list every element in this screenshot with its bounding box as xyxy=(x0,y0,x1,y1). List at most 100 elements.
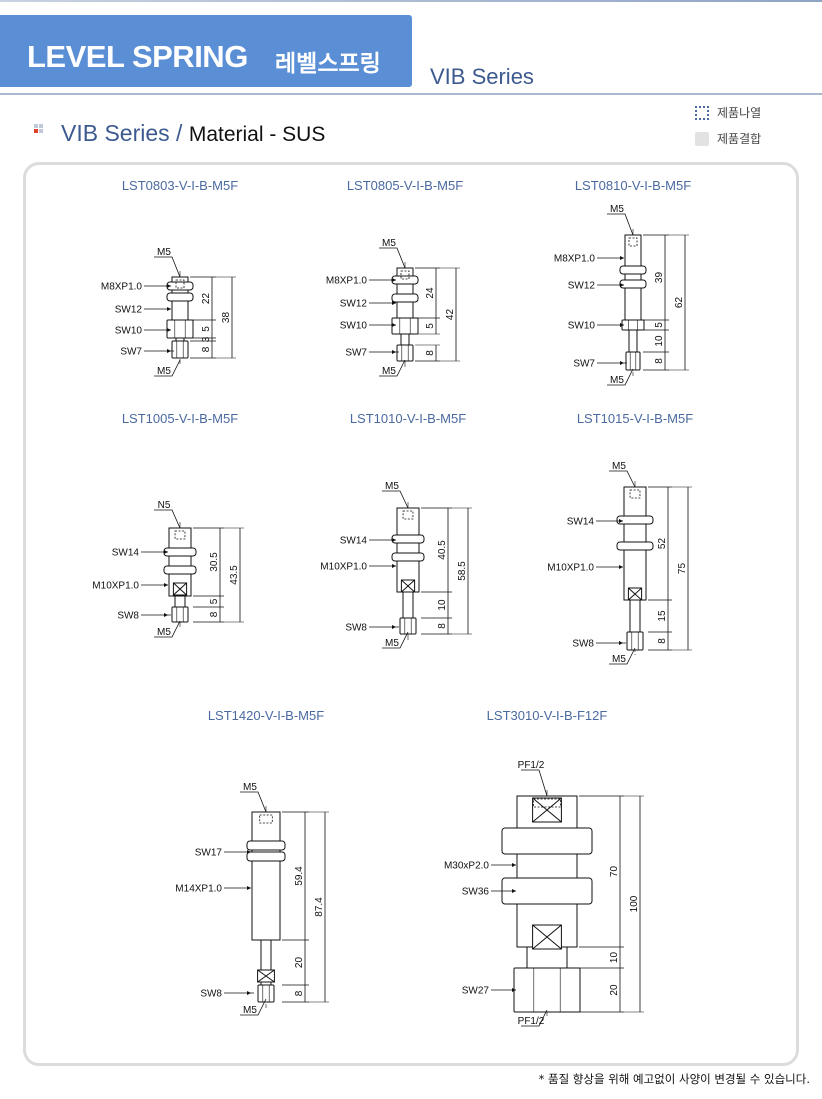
arrowhead xyxy=(392,301,396,305)
stud-shaft xyxy=(400,333,410,346)
callout-label: SW14 xyxy=(567,517,595,528)
dimension-label: 8 xyxy=(209,611,220,617)
hex-section xyxy=(257,984,275,1003)
tapped-hole xyxy=(174,530,186,540)
callout-label: M5 xyxy=(157,627,171,638)
product-drawing-lst1015-v-i-b-m5f: LST1015-V-I-B-M5FM5SW14M10XP1.0SW8M55215… xyxy=(547,411,693,665)
view-option-list[interactable]: 제품나열 xyxy=(695,104,761,121)
dimension-label: 87.4 xyxy=(314,897,325,917)
stud-shaft xyxy=(174,595,186,608)
product-model-title: LST0810-V-I-B-M5F xyxy=(575,178,691,193)
product-model-title: LST1420-V-I-B-M5F xyxy=(208,708,324,723)
dimension-label: 24 xyxy=(425,287,436,299)
dimension-label: 15 xyxy=(657,610,668,622)
callout-label: PF1/2 xyxy=(518,1016,545,1027)
arrowhead xyxy=(392,538,396,542)
callout-label: M5 xyxy=(610,375,624,386)
lock-nut xyxy=(391,552,425,562)
dimension-label: 8 xyxy=(425,350,436,356)
hex-section xyxy=(396,344,414,362)
lock-nut xyxy=(166,292,194,302)
lock-nut xyxy=(619,279,647,289)
wrench-flat-cross xyxy=(628,587,642,601)
callout-leader xyxy=(609,647,636,665)
product-model-title: LST1015-V-I-B-M5F xyxy=(577,411,693,426)
arrowhead xyxy=(620,256,624,260)
dimension-label: 8 xyxy=(654,358,665,364)
tapped-hole xyxy=(175,279,185,289)
callout-label: M8XP1.0 xyxy=(326,276,368,287)
callout-label: M5 xyxy=(157,366,171,377)
tapped-hole xyxy=(628,237,638,247)
callout-label: SW7 xyxy=(345,348,367,359)
product-panel xyxy=(23,162,799,1066)
arrowhead xyxy=(512,863,516,867)
dimension-label: 20 xyxy=(609,984,620,996)
product-drawing-lst3010-v-i-b-f12f: LST3010-V-I-B-F12FPF1/2M30xP2.0SW36SW27P… xyxy=(444,708,644,1027)
callout-label: SW14 xyxy=(112,548,140,559)
hex-section xyxy=(626,631,644,651)
dimension-label: 43.5 xyxy=(229,565,240,585)
arrowhead xyxy=(247,886,251,890)
product-model-title: LST0805-V-I-B-M5F xyxy=(347,178,463,193)
view-option-combine[interactable]: 제품결합 xyxy=(695,130,761,147)
arrowhead xyxy=(167,349,171,353)
stud-shaft xyxy=(629,599,641,633)
lock-nut xyxy=(246,851,286,862)
header-title-ko: 레벨스프링 xyxy=(275,51,381,77)
dimension-label: 5 xyxy=(209,598,220,604)
dimension-label: 70 xyxy=(609,866,620,878)
callout-label: M10XP1.0 xyxy=(92,581,139,592)
hex-section xyxy=(171,340,189,359)
dimension-label: 8 xyxy=(437,623,448,629)
callout-label: M8XP1.0 xyxy=(554,254,596,265)
callout-leader xyxy=(607,368,634,386)
callout-label: M5 xyxy=(243,782,257,793)
product-drawing-lst1010-v-i-b-m5f: LST1010-V-I-B-M5FM5SW14M10XP1.0SW8M540.5… xyxy=(320,411,472,649)
arrowhead xyxy=(392,564,396,568)
stud-shaft xyxy=(526,946,568,969)
footer-note: * 품질 향상을 위해 예고없이 사양이 변경될 수 있습니다. xyxy=(538,1072,810,1086)
header-divider xyxy=(0,93,822,95)
lock-nut xyxy=(246,840,286,851)
hex-section xyxy=(513,967,581,1013)
callout-label: SW7 xyxy=(573,359,595,370)
callout-label: M5 xyxy=(385,481,399,492)
product-drawing-lst0805-v-i-b-m5f: LST0805-V-I-B-M5FM5M8XP1.0SW12SW10SW7M52… xyxy=(326,178,463,377)
arrowhead xyxy=(620,283,624,287)
dimension-label: 5 xyxy=(425,323,436,329)
view-option-label: 제품나열 xyxy=(717,106,762,120)
callout-label: SW8 xyxy=(117,611,139,622)
hex-section xyxy=(621,319,645,331)
callout-label: SW12 xyxy=(115,305,143,316)
arrowhead xyxy=(620,361,624,365)
series-tab[interactable]: VIB Series xyxy=(430,64,534,89)
callout-label: M5 xyxy=(382,366,396,377)
callout-label: SW12 xyxy=(568,281,596,292)
dimension-label: 5 xyxy=(654,322,665,328)
product-drawing-lst1005-v-i-b-m5f: LST1005-V-I-B-M5FN5SW14M10XP1.0SW8M530.5… xyxy=(92,411,244,638)
callout-label: SW8 xyxy=(345,623,367,634)
callout-leader xyxy=(609,470,636,488)
dimension-label: 5 xyxy=(201,326,212,332)
dimension-label: 42 xyxy=(445,309,456,321)
callout-label: SW10 xyxy=(115,326,143,337)
gray-square-icon xyxy=(695,131,709,146)
section-series: VIB Series xyxy=(61,120,170,146)
callout-leader xyxy=(154,359,181,377)
wrench-flat-cross xyxy=(532,924,562,950)
dimension-label: 30.5 xyxy=(209,552,220,572)
callout-label: N5 xyxy=(158,500,171,511)
callout-leader xyxy=(521,769,548,797)
callout-leader xyxy=(240,998,267,1016)
product-drawing-lst0810-v-i-b-m5f: LST0810-V-I-B-M5FM5M8XP1.0SW12SW10SW7M53… xyxy=(554,178,691,386)
header-banner: LEVEL SPRING 레벨스프링 xyxy=(0,15,412,87)
callout-leader xyxy=(382,490,409,509)
dimension-label: 22 xyxy=(201,293,212,305)
lock-nut xyxy=(616,541,654,551)
callout-leader xyxy=(154,620,181,638)
arrowhead xyxy=(619,641,623,645)
lock-nut xyxy=(501,827,593,855)
callout-label: M10XP1.0 xyxy=(320,562,367,573)
